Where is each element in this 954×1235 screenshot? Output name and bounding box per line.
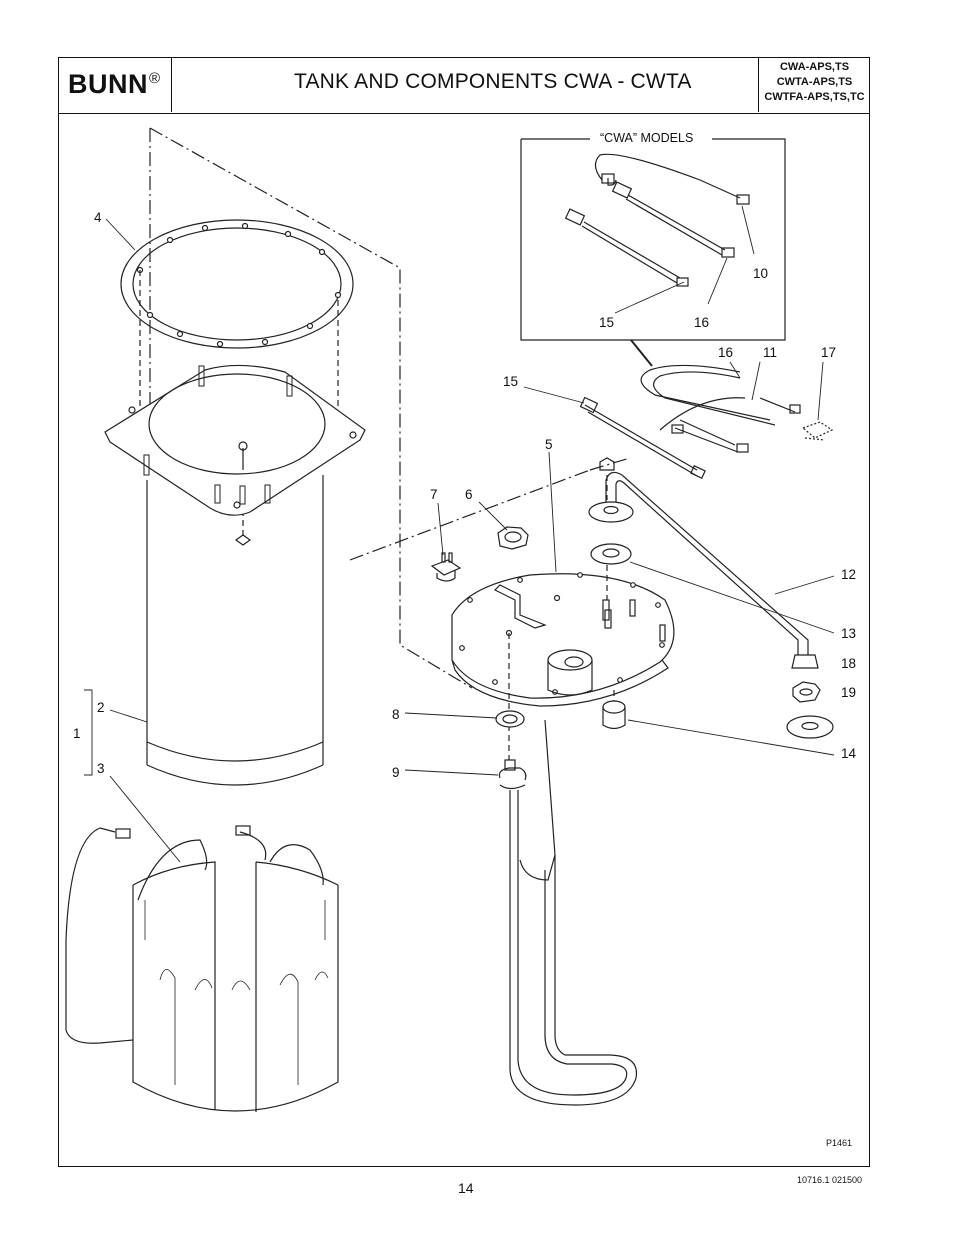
callout-16: 16 bbox=[718, 345, 733, 360]
limit-thermostat bbox=[430, 552, 462, 582]
inset-callout-15: 15 bbox=[599, 315, 614, 330]
model-item: CWTA-APS,TS bbox=[776, 76, 853, 88]
inset-callout-16: 16 bbox=[694, 315, 709, 330]
model-item: CWA-APS,TS bbox=[779, 61, 850, 73]
overflow-tube bbox=[588, 457, 819, 669]
callout-19: 19 bbox=[841, 685, 856, 700]
callout-14: 14 bbox=[841, 746, 857, 761]
brand-logo: BUNN® bbox=[68, 69, 161, 99]
title-cell: TANK AND COMPONENTS CWA - CWTA bbox=[172, 57, 758, 112]
model-list: CWA-APS,TS CWTA-APS,TS CWTFA-APS,TS,TC bbox=[758, 57, 870, 112]
callout-17: 17 bbox=[821, 345, 836, 360]
model-item: CWTFA-APS,TS,TC bbox=[764, 91, 865, 103]
callout-18: 18 bbox=[841, 656, 856, 671]
document-code: 10716.1 021500 bbox=[797, 1175, 863, 1185]
tank-lid-plate bbox=[104, 364, 366, 546]
callout-11: 11 bbox=[763, 345, 777, 360]
callout-6: 6 bbox=[465, 487, 473, 502]
tank-cylinder bbox=[146, 475, 324, 786]
cwa-models-inset bbox=[520, 138, 786, 367]
inset-title: “CWA” MODELS bbox=[600, 131, 693, 145]
heating-element bbox=[498, 719, 638, 1106]
page-frame bbox=[58, 57, 870, 1167]
heater-jacket bbox=[65, 825, 339, 1112]
tank-bottom-plate bbox=[451, 572, 675, 707]
callout-7: 7 bbox=[430, 487, 438, 502]
assembly-outline-dashdot bbox=[149, 127, 473, 689]
header: BUNN® TANK AND COMPONENTS CWA - CWTA CWA… bbox=[58, 57, 870, 114]
callout-8: 8 bbox=[392, 707, 400, 722]
wire-harness-group bbox=[579, 364, 834, 479]
drawing-id: P1461 bbox=[826, 1138, 852, 1148]
wire-routing-dashdot bbox=[349, 469, 591, 561]
callout-5: 5 bbox=[545, 437, 553, 452]
callout-1: 1 bbox=[73, 726, 81, 741]
fitting bbox=[602, 700, 626, 730]
page-number: 14 bbox=[458, 1180, 474, 1196]
callout-4: 4 bbox=[94, 210, 102, 225]
callout-2: 2 bbox=[97, 700, 105, 715]
callout-12: 12 bbox=[841, 567, 856, 582]
callout-10: 10 bbox=[753, 266, 768, 281]
tank-gasket-ring bbox=[120, 219, 354, 349]
leader-lines bbox=[84, 205, 835, 863]
callout-15: 15 bbox=[503, 374, 518, 389]
brand-cell: BUNN® bbox=[58, 57, 172, 112]
locknut bbox=[497, 526, 529, 550]
callout-13: 13 bbox=[841, 626, 856, 641]
compression-nut bbox=[792, 681, 821, 703]
callout-9: 9 bbox=[392, 765, 400, 780]
callout-3: 3 bbox=[97, 761, 105, 776]
page-title: TANK AND COMPONENTS CWA - CWTA bbox=[294, 70, 692, 93]
flat-washer bbox=[786, 715, 834, 739]
wire-routing-dashdot bbox=[589, 457, 631, 471]
washer bbox=[495, 710, 525, 728]
